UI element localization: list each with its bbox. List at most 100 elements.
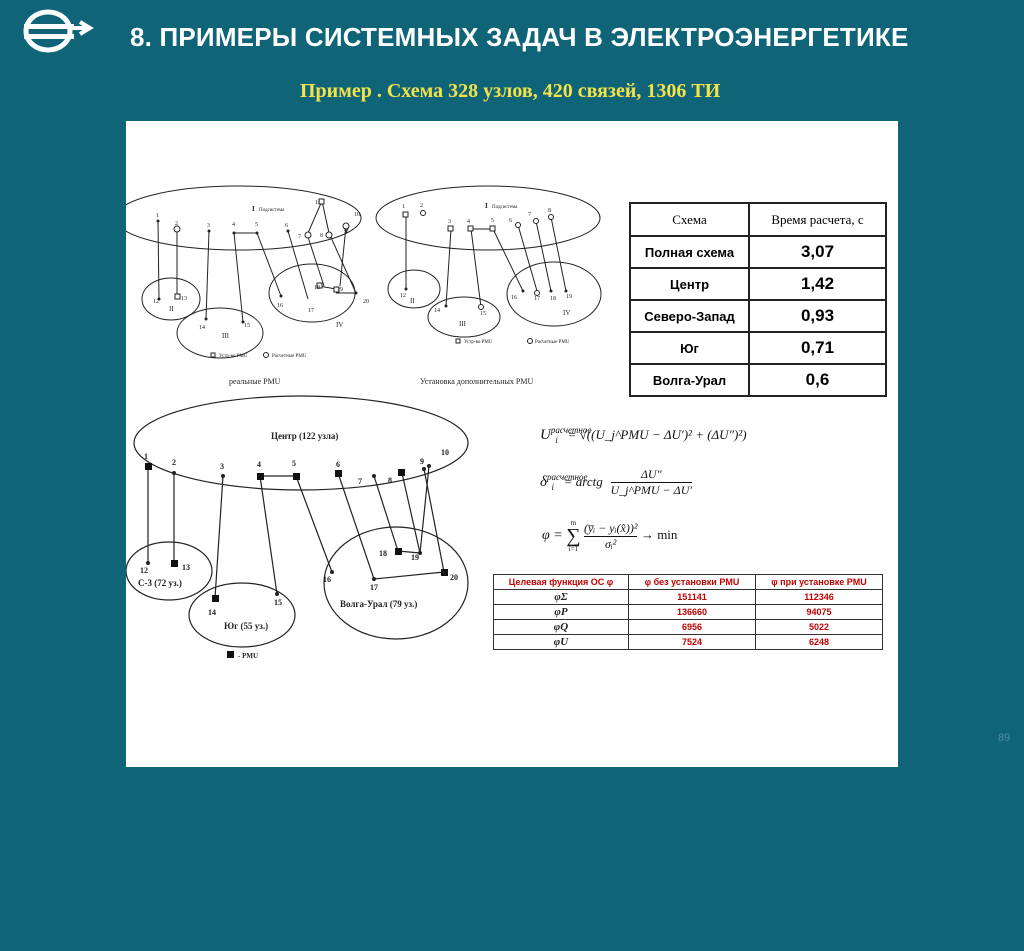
svg-text:15: 15 [274, 598, 282, 607]
svg-text:1: 1 [156, 213, 159, 219]
scheme-name: Волга-Урал [629, 363, 750, 397]
svg-text:4: 4 [257, 460, 261, 469]
objective-name: φΣ [493, 589, 629, 605]
timing-table: Схема Время расчета, с Полная схема 3,07… [629, 202, 887, 397]
svg-text:1: 1 [144, 452, 148, 461]
page-number: 89 [998, 732, 1011, 744]
svg-text:4: 4 [232, 222, 235, 228]
svg-text:5: 5 [491, 218, 494, 224]
svg-text:10: 10 [354, 212, 360, 218]
northwest-region-label: С-3 (72 уз.) [138, 578, 182, 588]
south-region-label: Юг (55 уз.) [224, 621, 268, 631]
formula-voltage: Uрасчетноеi = √((U_j^PMU − ΔU′)² + (ΔU″)… [540, 425, 747, 445]
svg-text:17: 17 [370, 583, 378, 592]
table-row: Юг 0,71 [629, 331, 887, 365]
svg-text:19: 19 [411, 553, 419, 562]
svg-text:7: 7 [528, 212, 531, 218]
svg-text:2: 2 [175, 221, 178, 227]
svg-text:20: 20 [363, 299, 369, 305]
left-network-diagram [126, 185, 362, 359]
objective-name: φQ [493, 619, 629, 635]
formula-objective: φ = m ∑ i=1 (y̅ᵢ − yᵢ(x̂))² σᵢ² → min [542, 519, 678, 553]
table-header-time: Время расчета, с [748, 202, 887, 237]
table-row: Полная схема 3,07 [629, 235, 887, 269]
pmu-legend-label: - PMU [238, 652, 258, 660]
table-row: Волга-Урал 0,6 [629, 363, 887, 397]
value-without-pmu: 7524 [628, 634, 756, 650]
svg-text:5: 5 [255, 222, 258, 228]
svg-text:17: 17 [308, 308, 314, 314]
table-row: Центр 1,42 [629, 267, 887, 301]
value-with-pmu: 94075 [755, 604, 883, 620]
svg-text:I: I [485, 202, 488, 210]
svg-text:12: 12 [153, 299, 159, 305]
svg-text:13: 13 [181, 296, 187, 302]
scheme-time: 3,07 [748, 235, 887, 269]
svg-text:18: 18 [379, 549, 387, 558]
svg-text:6: 6 [336, 460, 340, 469]
svg-text:13: 13 [182, 563, 190, 572]
right-diagram-nodes [404, 287, 568, 308]
scheme-name: Полная схема [629, 235, 750, 269]
bottom-diagram-nodes [146, 464, 431, 596]
svg-text:II: II [169, 305, 174, 313]
svg-text:12: 12 [400, 293, 406, 299]
sum-icon: ∑ [566, 525, 581, 547]
svg-text:14: 14 [208, 608, 216, 617]
svg-text:17: 17 [534, 296, 540, 302]
svg-text:12: 12 [140, 566, 148, 575]
scheme-time: 0,6 [748, 363, 887, 397]
page-subtitle: Пример . Схема 328 узлов, 420 связей, 13… [300, 80, 721, 102]
svg-text:IV: IV [563, 309, 570, 317]
svg-text:Расчетные PMU: Расчетные PMU [272, 354, 307, 359]
svg-text:5: 5 [292, 459, 296, 468]
svg-text:20: 20 [450, 573, 458, 582]
svg-text:15: 15 [480, 311, 486, 317]
volga-region-label: Волга-Урал (79 уз.) [340, 599, 417, 609]
objective-name: φP [493, 604, 629, 620]
svg-text:15: 15 [244, 323, 250, 329]
objective-name: φU [493, 634, 629, 650]
objective-function-table: Целевая функция ОС φ φ без установки PMU… [493, 574, 883, 650]
svg-text:8: 8 [548, 208, 551, 214]
value-with-pmu: 5022 [755, 619, 883, 635]
table-row: φU 7524 6248 [493, 634, 883, 650]
table-header-row: Целевая функция ОС φ φ без установки PMU… [493, 574, 883, 590]
svg-text:18: 18 [550, 296, 556, 302]
svg-text:16: 16 [511, 295, 517, 301]
scheme-name: Центр [629, 267, 750, 301]
svg-text:3: 3 [207, 223, 210, 229]
svg-text:9: 9 [344, 229, 347, 235]
svg-text:IV: IV [336, 321, 343, 329]
svg-text:4: 4 [467, 219, 470, 225]
svg-text:8: 8 [320, 233, 323, 239]
svg-text:16: 16 [323, 575, 331, 584]
right-network-diagram [375, 185, 602, 338]
svg-text:2: 2 [172, 458, 176, 467]
header-objective: Целевая функция ОС φ [493, 574, 629, 590]
svg-text:Подсистема: Подсистема [259, 208, 285, 213]
right-diagram-legend: Устр-во PMU Расчетные PMU [455, 338, 570, 345]
svg-text:11: 11 [315, 200, 321, 206]
svg-text:Подсистема: Подсистема [492, 205, 518, 210]
left-diagram-pmu-marks [173, 198, 350, 300]
right-diagram-caption: Установка дополнительных PMU [420, 377, 533, 386]
svg-text:III: III [222, 332, 230, 340]
svg-text:III: III [459, 320, 467, 328]
scheme-time: 1,42 [748, 267, 887, 301]
table-row: φQ 6956 5022 [493, 619, 883, 635]
bottom-diagram-pmu-squares [145, 463, 448, 602]
pmu-legend-square [227, 651, 234, 658]
svg-text:I: I [252, 205, 255, 213]
left-diagram-legend: Устр-во PMU Расчетные PMU [210, 352, 307, 359]
svg-text:8: 8 [388, 476, 392, 485]
svg-text:18: 18 [314, 285, 320, 291]
svg-text:1: 1 [402, 204, 405, 210]
value-with-pmu: 6248 [755, 634, 883, 650]
value-without-pmu: 151141 [628, 589, 756, 605]
svg-text:10: 10 [441, 448, 449, 457]
